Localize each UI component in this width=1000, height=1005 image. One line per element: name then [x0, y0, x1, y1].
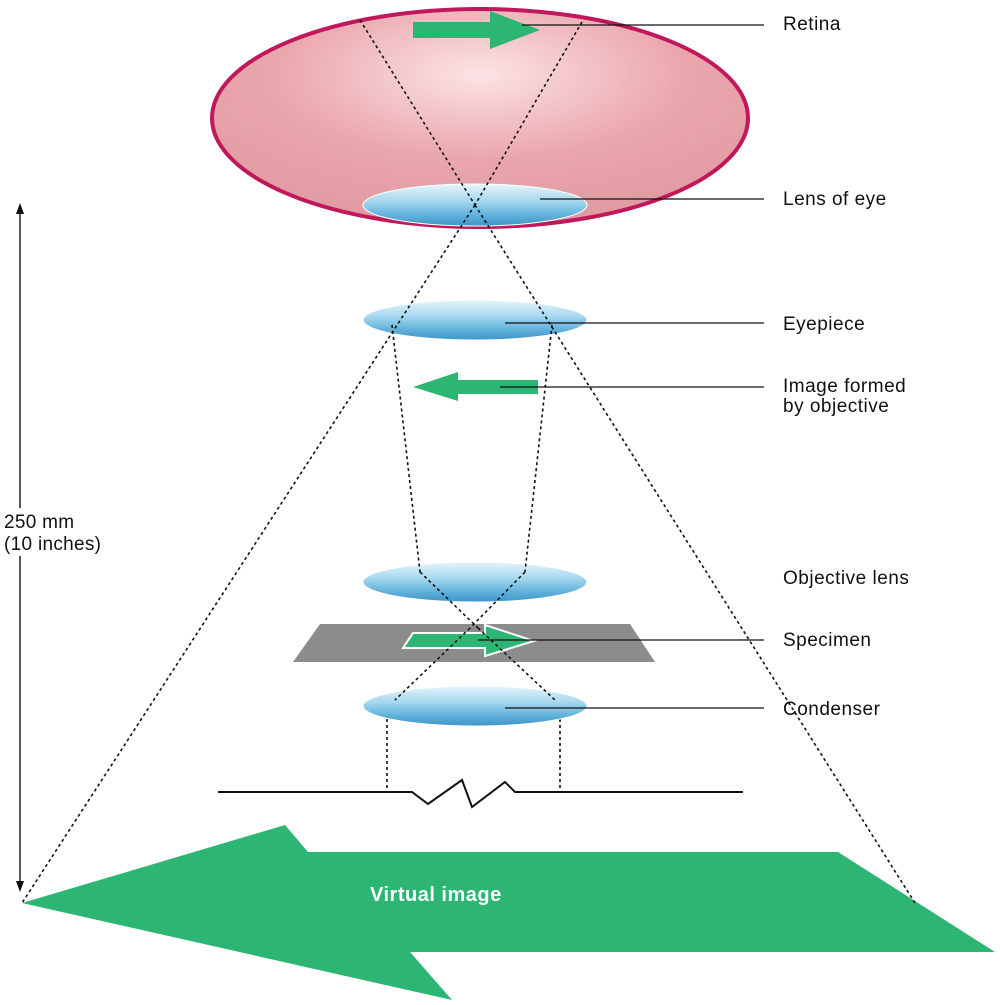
label-virtual-image: Virtual image — [370, 884, 502, 906]
eyepiece-lens — [362, 299, 588, 341]
dimension-label-line2: (10 inches) — [4, 534, 101, 555]
label-specimen: Specimen — [783, 630, 872, 651]
dimension-label-bg — [0, 508, 180, 556]
callout-leaders — [478, 24, 764, 709]
dimension-label-line1: 250 mm — [4, 512, 74, 533]
condenser-lens — [362, 685, 588, 727]
condenser-rays — [386, 707, 561, 792]
retina-image-arrow — [413, 11, 540, 49]
virtual-image-arrow — [22, 825, 995, 1000]
ray-traces — [21, 19, 916, 904]
intermediate-image-arrow — [413, 372, 538, 401]
label-image-formed-1: Image formed — [783, 376, 906, 397]
eyeball — [210, 7, 750, 229]
label-eyepiece: Eyepiece — [783, 314, 865, 335]
label-objective-lens: Objective lens — [783, 568, 909, 589]
label-retina: Retina — [783, 14, 841, 35]
objective-lens — [362, 561, 588, 603]
label-condenser: Condenser — [783, 699, 881, 720]
specimen-arrow — [401, 623, 538, 658]
label-lens-of-eye: Lens of eye — [783, 189, 887, 210]
baseline-break-line — [218, 778, 743, 809]
label-image-formed-2: by objective — [783, 396, 889, 417]
